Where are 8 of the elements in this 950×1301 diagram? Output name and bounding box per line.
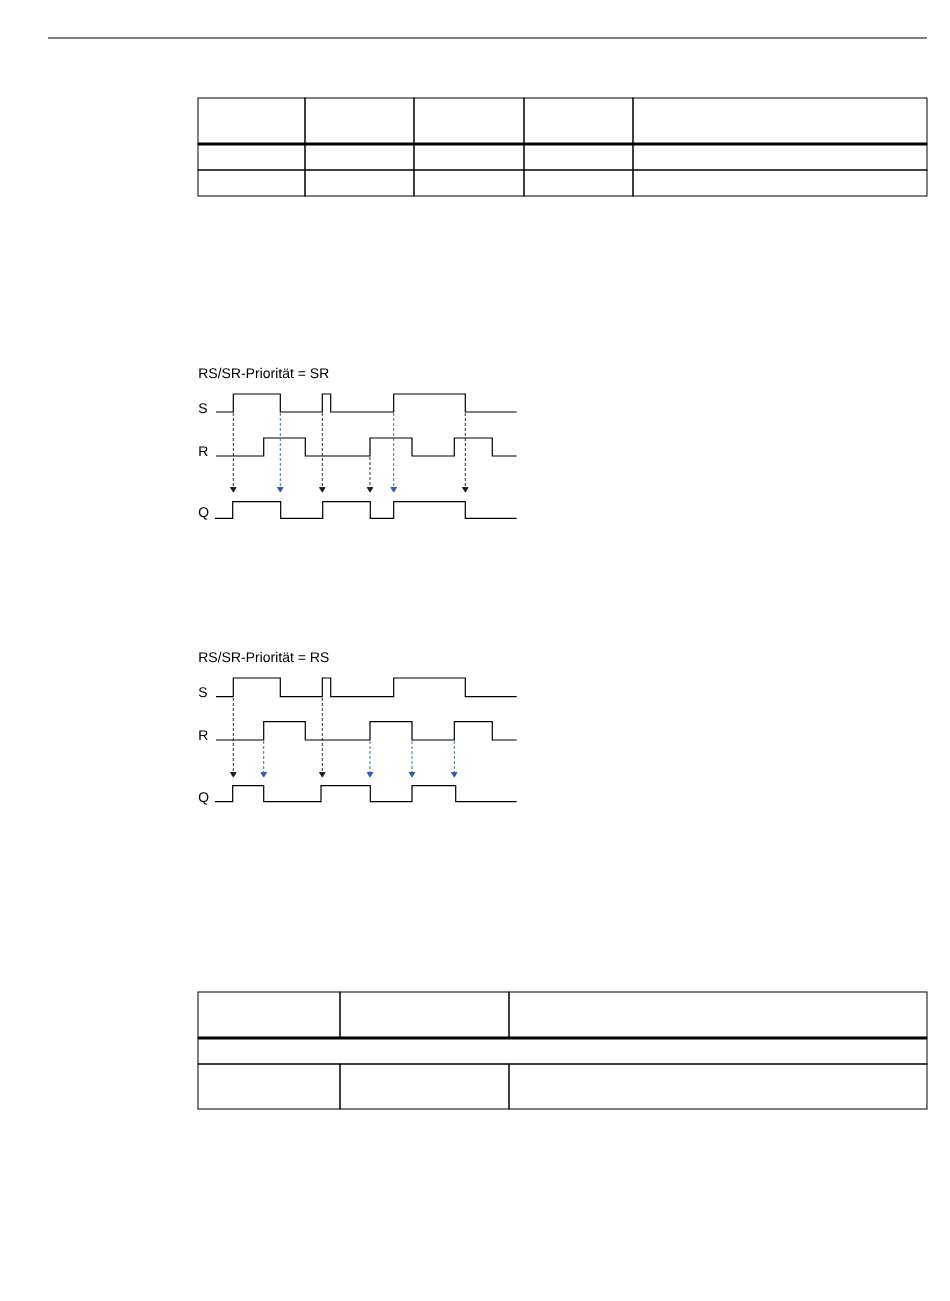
signal-label: R — [199, 446, 208, 456]
signal-label: S — [198, 687, 207, 698]
timing-diagram-title: RS/SR-Priorität = RS — [199, 651, 329, 663]
signal-label: R — [199, 730, 208, 740]
signal-label: Q — [198, 792, 209, 805]
signal-label: S — [198, 403, 207, 414]
signal-label: Q — [198, 507, 209, 520]
timing-diagram-title: RS/SR-Priorität = SR — [199, 367, 329, 379]
